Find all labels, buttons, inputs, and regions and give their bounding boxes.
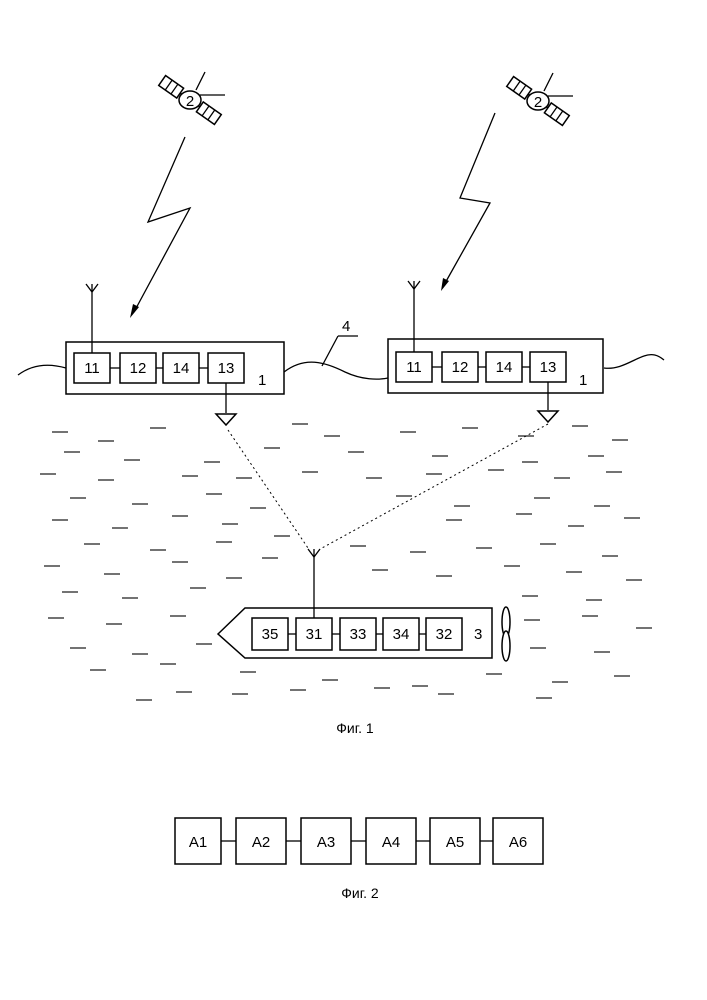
figure2-block-label: A2 (252, 834, 270, 851)
vehicle-block-label: 35 (262, 626, 279, 643)
satellite-label-left: 2 (186, 93, 194, 110)
buoy-right-block-label: 12 (452, 359, 469, 376)
figure1-caption: Фиг. 1 (336, 720, 374, 736)
buoy-right-block-label: 13 (540, 359, 557, 376)
buoy-left-block-label: 14 (173, 360, 190, 377)
vehicle-block-label: 32 (436, 626, 453, 643)
buoy-right-label: 1 (579, 372, 587, 389)
satellite-right: 2 (507, 73, 573, 125)
figure2-block-chain: A1 A2 A3 A4 A5 A6 (175, 818, 543, 864)
figure2-caption: Фиг. 2 (341, 885, 379, 901)
figure2-block-label: A4 (382, 834, 400, 851)
buoy-right-block-label: 11 (406, 359, 422, 376)
vehicle-block-label: 34 (393, 626, 410, 643)
buoy-left-label: 1 (258, 372, 266, 389)
figure2-block-label: A3 (317, 834, 335, 851)
buoy-left: 11 12 14 13 1 (66, 284, 284, 425)
buoy-right-block-label: 14 (496, 359, 513, 376)
cable-label: 4 (342, 318, 350, 335)
buoy-left-block-label: 13 (218, 360, 235, 377)
vehicle-label: 3 (474, 626, 482, 643)
buoy-left-block-label: 12 (130, 360, 147, 377)
satellite-left: 2 (159, 72, 225, 124)
buoy-right: 11 12 14 13 1 (388, 281, 603, 422)
propeller-icon (502, 607, 510, 661)
figure2-block-label: A5 (446, 834, 464, 851)
satellite-signal-left (130, 137, 190, 318)
underwater-vehicle: 35 31 33 34 32 3 (218, 549, 510, 661)
buoy-left-block-label: 11 (84, 360, 100, 377)
acoustic-link-right (322, 424, 548, 548)
vehicle-block-label: 31 (306, 626, 323, 643)
satellite-signal-right (441, 113, 495, 291)
figure2-block-label: A6 (509, 834, 527, 851)
satellite-label-right: 2 (534, 94, 542, 111)
figure2-block-label: A1 (189, 834, 207, 851)
vehicle-block-label: 33 (350, 626, 367, 643)
